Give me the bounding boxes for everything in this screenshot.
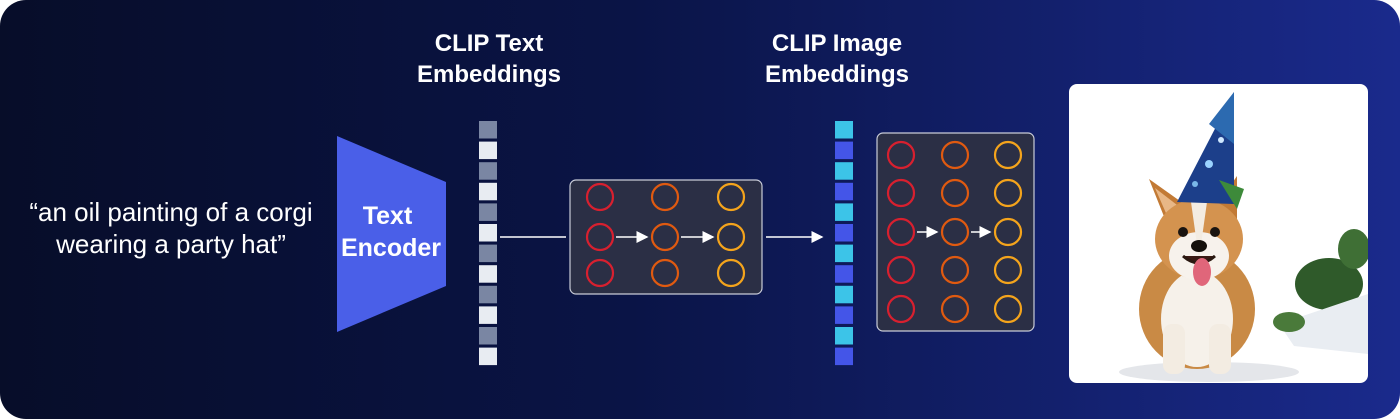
image-embeddings-title: CLIP Image Embeddings	[764, 30, 909, 88]
image-embedding-vector	[835, 121, 853, 366]
network-node	[940, 178, 970, 208]
network-node	[993, 178, 1023, 208]
text-encoder-shape	[337, 136, 446, 332]
network-node	[993, 255, 1023, 285]
network-node	[585, 258, 615, 288]
image-embedding-cell	[835, 162, 853, 180]
image-embedding-cell	[835, 203, 853, 221]
text-embedding-vector	[479, 121, 497, 366]
text-embedding-cell	[479, 244, 497, 263]
text-embeddings-title: CLIP Text Embeddings	[416, 30, 561, 88]
decoder-network-nodes	[886, 140, 1023, 324]
network-node	[716, 258, 746, 288]
text-embedding-cell	[479, 347, 497, 366]
text-embedding-cell	[479, 121, 497, 139]
image-embedding-cell	[835, 141, 853, 160]
network-node	[886, 178, 916, 208]
network-node	[886, 255, 916, 285]
network-node	[650, 258, 680, 288]
text-embedding-cell	[479, 285, 497, 304]
image-embedding-cell	[835, 182, 853, 201]
network-node	[716, 222, 746, 252]
network-node	[650, 222, 680, 252]
corgi-illustration	[1119, 92, 1368, 382]
network-node	[886, 294, 916, 324]
image-embedding-cell	[835, 347, 853, 366]
text-embedding-cell	[479, 327, 497, 345]
network-node	[940, 217, 970, 247]
image-embedding-cell	[835, 224, 853, 242]
image-embedding-cell	[835, 327, 853, 345]
image-embedding-cell	[835, 306, 853, 324]
text-embedding-cell	[479, 203, 497, 221]
image-embedding-cell	[835, 285, 853, 304]
network-node	[993, 217, 1023, 247]
network-node	[650, 182, 680, 212]
text-embedding-cell	[479, 306, 497, 324]
image-embedding-cell	[835, 121, 853, 139]
image-embedding-cell	[835, 265, 853, 283]
network-node	[716, 182, 746, 212]
text-embedding-cell	[479, 265, 497, 283]
text-embedding-cell	[479, 224, 497, 242]
text-embedding-cell	[479, 141, 497, 160]
text-encoder-label: Text Encoder	[341, 202, 441, 262]
network-node	[585, 222, 615, 252]
network-node	[940, 140, 970, 170]
prior-network-box	[569, 179, 763, 295]
network-node	[886, 217, 916, 247]
network-node	[940, 255, 970, 285]
network-node	[993, 294, 1023, 324]
text-embedding-cell	[479, 162, 497, 180]
text-embedding-cell	[479, 182, 497, 201]
prior-network-nodes	[585, 182, 746, 288]
network-node	[585, 182, 615, 212]
network-node	[993, 140, 1023, 170]
network-node	[940, 294, 970, 324]
image-embedding-cell	[835, 244, 853, 263]
network-node	[886, 140, 916, 170]
input-prompt-text: “an oil painting of a corgi wearing a pa…	[29, 197, 313, 259]
generated-image	[1069, 84, 1368, 383]
decoder-network-box	[876, 132, 1035, 332]
